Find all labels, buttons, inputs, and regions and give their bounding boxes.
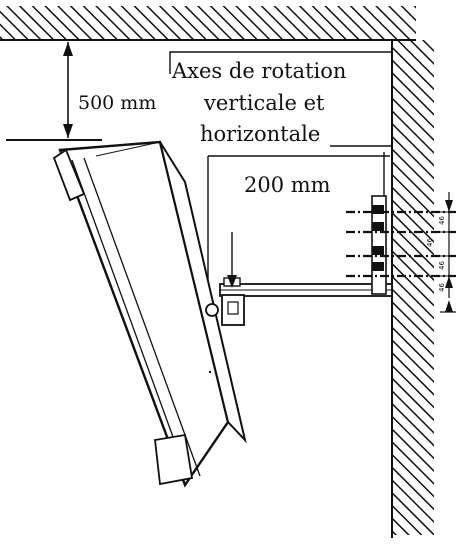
label-rotation-line3: horizontale bbox=[200, 122, 320, 146]
spacing-dimension bbox=[440, 192, 456, 313]
mount-arm bbox=[205, 232, 393, 326]
label-200mm: 200 mm bbox=[244, 173, 331, 197]
label-rotation-line1: Axes de rotation bbox=[171, 59, 346, 83]
dimension-vertical bbox=[6, 42, 102, 141]
rotation-box bbox=[169, 51, 393, 147]
label-spacing-d: 46 bbox=[438, 283, 446, 292]
label-spacing-b: 46 bbox=[426, 238, 434, 247]
label-500mm: 500 mm bbox=[78, 92, 156, 114]
label-spacing-a: 46 bbox=[438, 216, 446, 225]
label-rotation-line2: verticale et bbox=[203, 91, 325, 115]
ceiling bbox=[0, 6, 416, 41]
wall-plate bbox=[371, 195, 387, 295]
wall bbox=[391, 40, 434, 538]
rotation-axes bbox=[346, 210, 456, 278]
television bbox=[52, 140, 247, 488]
label-spacing-c: 46 bbox=[438, 261, 446, 270]
